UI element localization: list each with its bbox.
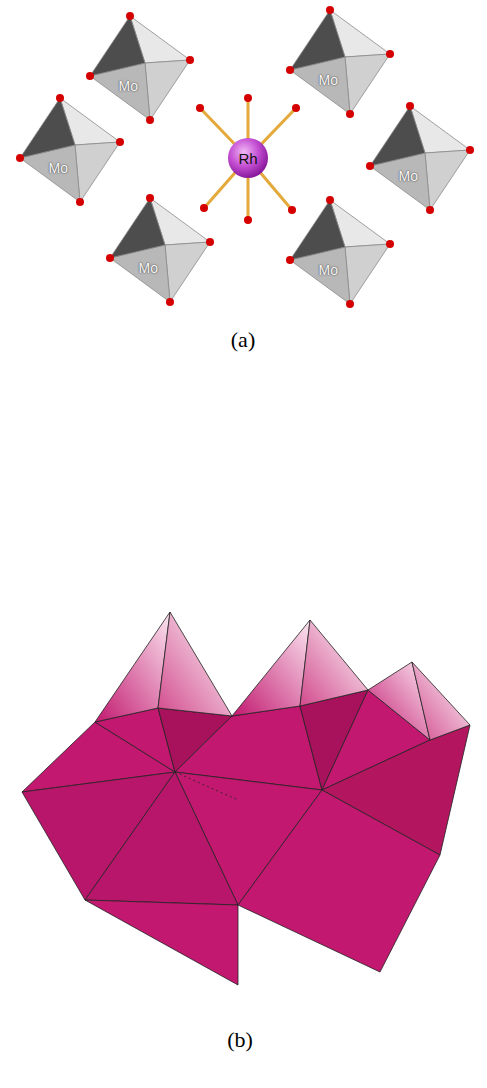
mo-octahedra — [20, 10, 470, 304]
atom-label: Mo — [399, 168, 418, 184]
rh-atom: Rh — [227, 137, 269, 179]
panel-label: (b) — [227, 1027, 253, 1053]
atom-label: Mo — [319, 262, 338, 278]
rh-o-bonds — [200, 98, 296, 220]
atom-label: Mo — [319, 72, 338, 88]
panel-label: (a) — [231, 327, 255, 353]
atom-label: Mo — [119, 78, 138, 94]
oxygen-atoms — [16, 6, 474, 308]
atom-label: Mo — [139, 260, 158, 276]
polyhedral-model — [22, 612, 470, 985]
atom-symbol: Rh — [238, 150, 257, 167]
atom-label: Mo — [49, 160, 68, 176]
